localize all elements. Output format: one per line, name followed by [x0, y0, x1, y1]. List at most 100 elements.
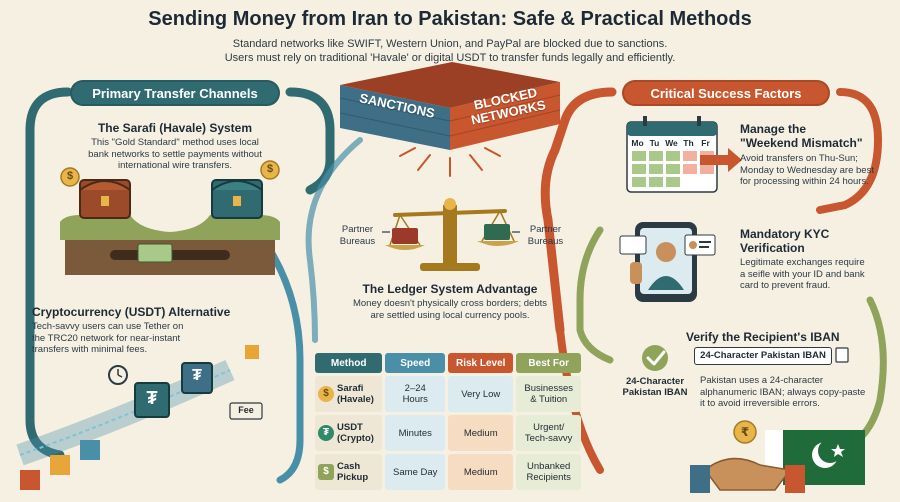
method-line: Pickup	[337, 472, 369, 483]
crypto-text-line: Tech-savvy users can use Tether on	[32, 321, 184, 332]
method-line: (Crypto)	[337, 433, 374, 444]
iban-check-line: Pakistan IBAN	[622, 387, 688, 398]
method-cell: $Sarafi(Havale)	[315, 376, 383, 412]
crypto-description: Tech-savvy users can use Tether on the T…	[32, 321, 252, 356]
risk-cell: Medium	[448, 454, 514, 490]
method-line: Cash	[337, 461, 361, 472]
best-for-cell: Businesses& Tuition	[516, 376, 581, 412]
calendar-day: Th	[683, 138, 694, 148]
crypto-text-line: the TRC20 network for near-instant	[32, 332, 181, 344]
header-best-for: Best For	[516, 353, 581, 373]
calendar-day: Mo	[631, 138, 644, 148]
weekend-text-line: Avoid transfers on Thu-Sun;	[740, 153, 858, 164]
header-speed: Speed	[385, 353, 446, 373]
table-header-row: Method Speed Risk Level Best For	[315, 353, 581, 373]
kyc-text-line: Legitimate exchanges require	[740, 257, 865, 268]
crypto-text-line: transfers with minimal fees.	[32, 344, 148, 355]
speed-cell: Minutes	[385, 415, 446, 451]
speed-cell: Same Day	[385, 454, 446, 490]
best-line: Businesses	[524, 383, 573, 394]
fee-tag: Fee	[238, 405, 254, 415]
rupee-symbol: ₹	[740, 425, 750, 439]
method-line: USDT	[337, 422, 363, 433]
weekend-description: Avoid transfers on Thu-Sun; Monday to We…	[740, 153, 895, 188]
partner-bureaus-left: Partner Bureaus	[330, 224, 385, 247]
copy-icon	[835, 347, 849, 363]
iban-box: 24-Character Pakistan IBAN	[694, 347, 832, 365]
weekend-text-line: for processing within 24 hours.	[740, 176, 869, 187]
calendar-day: We	[665, 138, 678, 148]
table-row: ₮USDT(Crypto) Minutes Medium Urgent/Tech…	[315, 415, 581, 451]
speed-line: 2–24	[404, 383, 426, 394]
crypto-title: Cryptocurrency (USDT) Alternative	[32, 305, 231, 319]
kyc-description: Legitimate exchanges require a seifle wi…	[740, 257, 895, 292]
handshake-icon	[690, 457, 805, 493]
sarafi-description: This "Gold Standard" method uses local b…	[60, 137, 290, 172]
header-method: Method	[315, 353, 383, 373]
impact-burst-icon	[399, 147, 501, 177]
best-for-cell: Urgent/Tech-savvy	[516, 415, 581, 451]
calendar-days: Mo Tu We Th Fr	[629, 138, 715, 148]
ledger-text-line: Money doesn't physically cross borders; …	[352, 298, 548, 309]
tether-icon: ₮	[318, 425, 334, 441]
iban-description: Pakistan uses a 24-character alphanumeri…	[700, 375, 890, 410]
sarafi-text-line: international wire transfers.	[117, 160, 233, 171]
balance-scale-icon	[385, 198, 519, 271]
arrow-right-icon	[700, 148, 742, 172]
primary-channels-heading: Primary Transfer Channels	[70, 80, 280, 106]
partner-label-line: Partner	[341, 224, 374, 235]
dollar-coin-icon: $	[66, 170, 74, 182]
ledger-title: The Ledger System Advantage	[362, 282, 538, 296]
kyc-phone-icon	[619, 222, 716, 302]
dollar-coin-icon: $	[266, 163, 274, 175]
partner-label-line: Bureaus	[527, 235, 564, 247]
best-line: Tech-savvy	[524, 433, 573, 444]
partner-label-line: Bureaus	[339, 235, 376, 247]
partner-bureaus-right: Partner Bureaus	[518, 224, 573, 247]
comparison-table: Method Speed Risk Level Best For $Sarafi…	[312, 350, 584, 493]
speed-line: Hours	[402, 394, 428, 405]
weekend-text-line: Monday to Wednesday are best	[740, 164, 874, 176]
iban-text-line: Pakistan uses a 24-character	[700, 375, 824, 386]
kyc-title: Mandatory KYC Verification	[740, 227, 890, 255]
best-line: & Tuition	[530, 394, 568, 405]
risk-cell: Medium	[448, 415, 514, 451]
method-name: Sarafi(Havale)	[337, 383, 374, 405]
method-name: USDT(Crypto)	[337, 422, 374, 444]
iban-check-label: 24-Character Pakistan IBAN	[618, 376, 692, 398]
partner-label-line: Partner	[529, 224, 562, 235]
check-icon	[642, 345, 668, 371]
tether-icon: ₮	[192, 367, 202, 384]
weekend-title: Manage the "Weekend Mismatch"	[740, 122, 890, 150]
sarafi-title: The Sarafi (Havale) System	[97, 121, 253, 135]
subtitle-line: Users must rely on traditional 'Havale' …	[224, 52, 676, 64]
crypto-network-illustration	[16, 345, 263, 490]
dollar-icon: $	[318, 386, 334, 402]
iban-text-line: alphanumeric IBAN; always copy-paste	[700, 386, 866, 398]
ledger-text-line: are settled using local currency pools.	[370, 309, 530, 321]
iban-check-line: 24-Character	[625, 376, 685, 387]
cash-icon: $	[318, 464, 334, 480]
kyc-title-line: Verification	[740, 241, 805, 255]
calendar-day: Fr	[701, 138, 710, 148]
kyc-title-line: Mandatory KYC	[740, 227, 830, 241]
header-risk: Risk Level	[448, 353, 514, 373]
kyc-text-line: card to prevent fraud.	[740, 280, 831, 291]
havale-chest-illustration	[60, 160, 280, 275]
kyc-text-line: a seifle with your ID and bank	[740, 268, 865, 280]
brick-wall-icon	[339, 62, 561, 150]
calendar-day: Tu	[649, 138, 660, 148]
page-subtitle: Standard networks like SWIFT, Western Un…	[150, 37, 750, 65]
weekend-title-line: "Weekend Mismatch"	[740, 136, 863, 150]
best-line: Urgent/	[533, 422, 565, 433]
sarafi-text-line: This "Gold Standard" method uses local	[91, 137, 259, 148]
tether-icon: ₮	[146, 388, 158, 408]
best-line: Unbanked	[527, 461, 571, 472]
subtitle-line: Standard networks like SWIFT, Western Un…	[232, 38, 668, 50]
